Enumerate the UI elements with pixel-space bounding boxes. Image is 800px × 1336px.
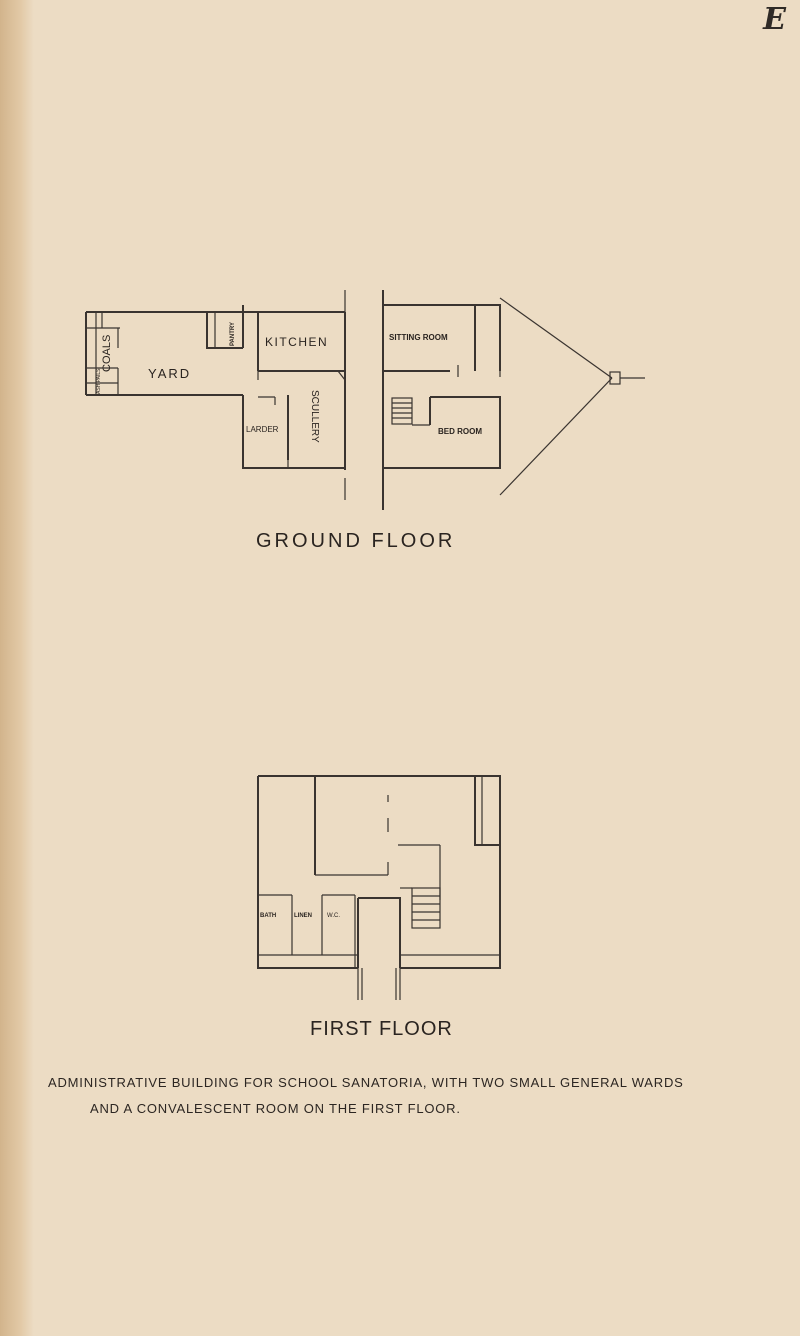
figure-caption: Administrative Building for School Sanat… bbox=[48, 1070, 748, 1122]
first-floor-plan bbox=[257, 775, 501, 1000]
label-pantry: PANTRY bbox=[230, 322, 236, 346]
caption-line-1: Administrative Building for School Sanat… bbox=[48, 1075, 684, 1090]
label-ash-pails: ASH PAILS bbox=[96, 368, 102, 394]
label-sitting-room: SITTING ROOM bbox=[389, 333, 448, 342]
label-coals: COALS bbox=[101, 335, 113, 372]
ground-floor-plan bbox=[85, 290, 645, 510]
first-floor-title: FIRST FLOOR bbox=[310, 1018, 453, 1040]
ground-floor-title: GROUND FLOOR bbox=[256, 530, 456, 552]
label-wc: W.C. bbox=[327, 913, 340, 919]
label-larder: LARDER bbox=[246, 425, 279, 434]
corner-mark: E bbox=[763, 2, 786, 37]
label-bed-room: BED ROOM bbox=[438, 427, 482, 436]
label-kitchen: KITCHEN bbox=[265, 335, 328, 349]
caption-line-2: and a Convalescent Room on the first flo… bbox=[90, 1101, 461, 1116]
page-edge-shadow bbox=[0, 0, 34, 1336]
label-yard: YARD bbox=[148, 366, 191, 381]
label-linen: LINEN bbox=[294, 913, 312, 919]
label-scullery: SCULLERY bbox=[309, 390, 320, 443]
label-bath: BATH bbox=[260, 913, 276, 919]
